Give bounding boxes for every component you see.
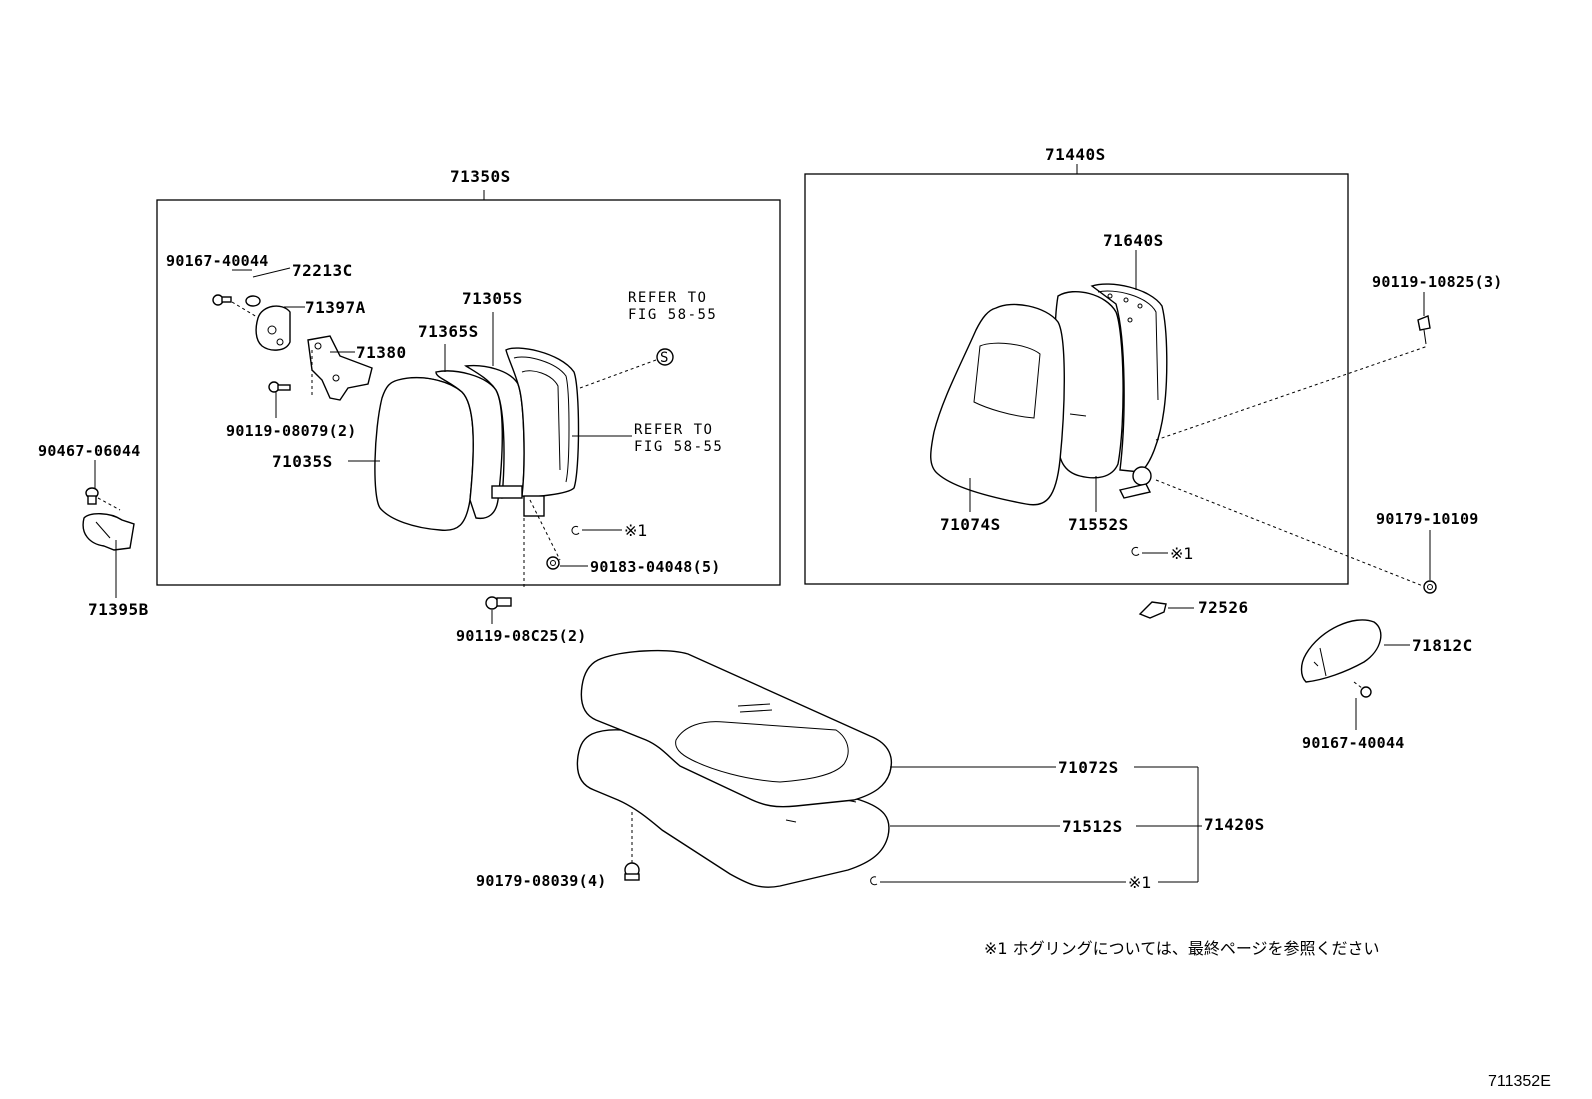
footnote-hog-ring: ※1 ホグリングについては、最終ページを参照ください [984,939,1380,958]
screw-90119-10825-icon [1417,315,1431,345]
label-90119-10825: 90119-10825(3) [1372,273,1503,291]
s-mark: S [660,350,670,366]
nut-90183-04048-icon [546,556,560,570]
label-71072S: 71072S [1058,758,1119,777]
hog-ring-cushion-icon [870,876,878,886]
label-group-rear-back: 71440S [1045,145,1106,164]
right-group-parts: 71640S 71074S 71552S ※1 [930,231,1429,589]
label-90167-40044-top: 90167-40044 [166,252,269,270]
label-71397A: 71397A [305,298,366,317]
cover-71072S-icon [580,649,893,808]
bolt-90167-40044-right-icon [1353,681,1372,698]
pad-72526-icon [1138,601,1167,619]
bracket-71397A-icon [255,305,291,351]
s-mark-icon [656,348,674,366]
cap-72213C-icon [245,295,261,307]
pad-71035S-icon [374,377,474,532]
label-71552S: 71552S [1068,515,1129,534]
bolt-90119-08079-icon [268,381,291,393]
clip-90467-06044-icon [85,487,99,505]
label-71420S: 71420S [1204,815,1265,834]
refer-text-bottom-1: REFER TO [634,422,713,438]
label-71365S: 71365S [418,322,479,341]
hog-ring-mark-cushion: ※1 [1128,873,1152,892]
refer-text-top-2: FIG 58-55 [628,307,717,323]
cover-71074S-icon [930,303,1065,506]
rear-seat-back-assembly: 71440S [804,145,1349,585]
nut-90179-10109-icon [1423,580,1437,594]
cover-71395B-icon [82,513,135,551]
label-90119-08079: 90119-08079(2) [226,422,357,440]
nut-90179-08039-icon [624,862,640,881]
frame-71640S-icon [1090,283,1168,473]
label-71512S: 71512S [1062,817,1123,836]
group-box-71350S [156,199,781,586]
label-72213C: 72213C [292,261,353,280]
label-90183-04048: 90183-04048(5) [590,558,721,576]
right-outside-parts: 90119-10825(3) 90179-10109 72526 71812C … [1138,273,1503,752]
cover-71812C-icon [1300,619,1382,683]
label-72526: 72526 [1198,598,1249,617]
cover-71072S-panel-icon [675,721,849,783]
pad-71512S-icon [576,729,890,888]
label-90179-08039: 90179-08039(4) [476,872,607,890]
label-71812C: 71812C [1412,636,1473,655]
hog-ring-left-icon [571,525,580,535]
label-71035S: 71035S [272,452,333,471]
frame-left-icon [505,347,580,498]
hog-ring-mark-left: ※1 [624,521,648,540]
label-71380: 71380 [356,343,407,362]
hog-ring-right-icon [1131,546,1140,556]
left-group-parts: S 90167-40044 72213C 71397A 71380 71305S… [166,252,723,590]
front-seat-back-assembly: 71350S [156,167,781,586]
label-90179-10109: 90179-10109 [1376,510,1479,528]
label-71074S: 71074S [940,515,1001,534]
label-71395B: 71395B [88,600,149,619]
left-outside-parts: 90467-06044 71395B 90119-08C25(2) [38,442,587,645]
figure-code: 711352E [1488,1073,1551,1090]
label-90119-08C25: 90119-08C25(2) [456,627,587,645]
label-71305S: 71305S [462,289,523,308]
pad-71552S-icon [1054,291,1124,479]
hinge-71380-icon [307,335,373,401]
refer-text-bottom-2: FIG 58-55 [634,439,723,455]
bolt-90167-40044-icon [212,294,232,306]
cover-71074S-panel-icon [973,342,1041,419]
latch-mechanism-icon [1118,466,1152,499]
seat-cushion-assembly: 71072S 71512S 71420S ※1 90179-08039(4) [476,649,1265,892]
bolt-90119-08C25-icon [485,596,512,610]
label-90467-06044: 90467-06044 [38,442,141,460]
label-71640S: 71640S [1103,231,1164,250]
label-group-front-back: 71350S [450,167,511,186]
refer-text-top-1: REFER TO [628,290,707,306]
label-90167-40044-right: 90167-40044 [1302,734,1405,752]
hog-ring-mark-right: ※1 [1170,544,1194,563]
